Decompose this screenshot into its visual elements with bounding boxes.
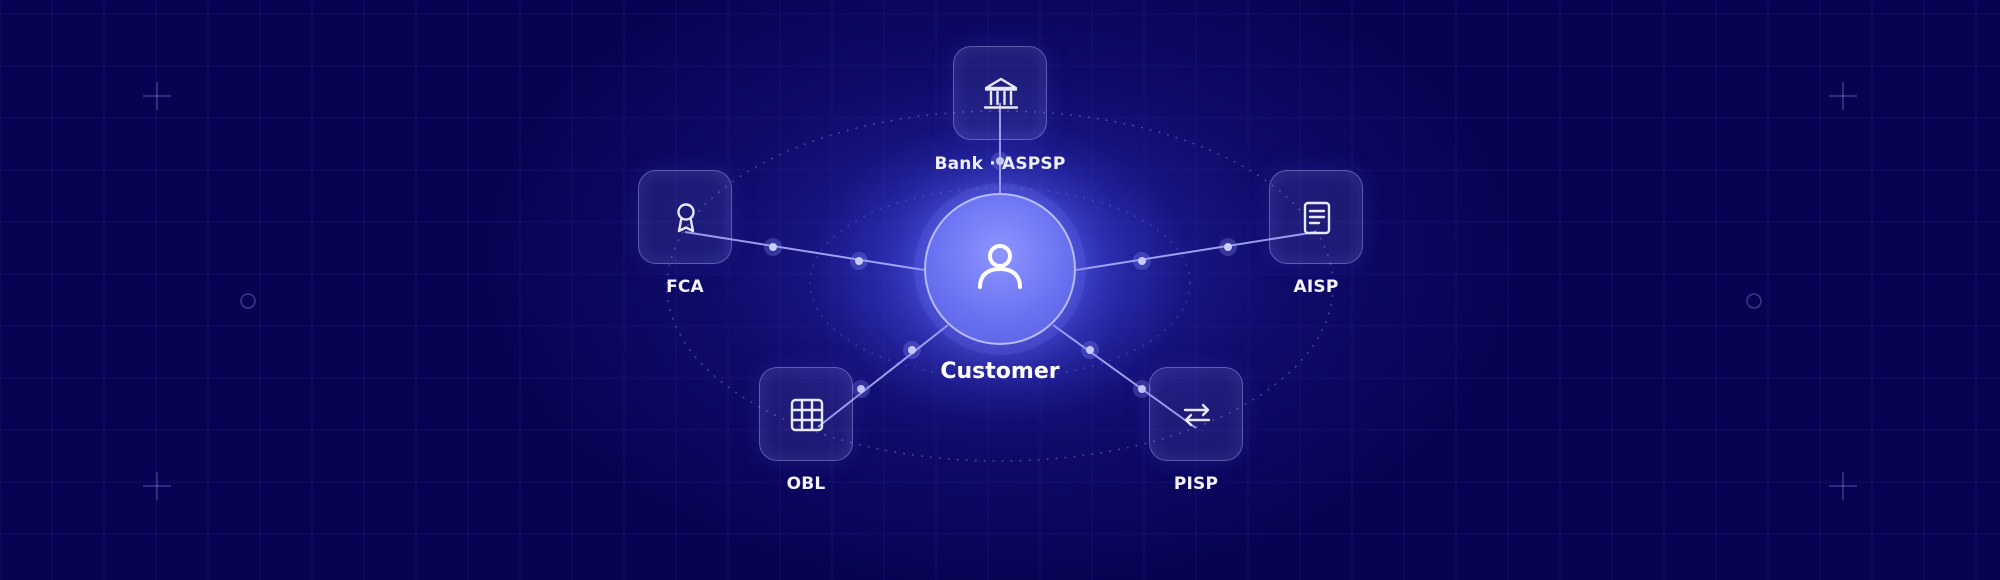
node-obl-label: OBL (786, 474, 826, 494)
connector-line (1075, 231, 1317, 271)
document-icon (1303, 201, 1331, 235)
transfer-arrows-icon (1183, 403, 1211, 427)
customer-label: Customer (940, 359, 1060, 384)
connector-dot (908, 346, 916, 354)
grid-table-icon (790, 398, 824, 432)
connector-dot (1138, 385, 1146, 393)
node-obl-tile (759, 367, 853, 461)
connector-line (684, 231, 925, 271)
node-aisp-label: AISP (1293, 277, 1339, 297)
connector-line (817, 324, 949, 428)
connector-line (1052, 324, 1197, 429)
node-fca-label: FCA (666, 277, 704, 297)
ring-mark (240, 293, 256, 309)
connector-dot (1086, 346, 1094, 354)
award-ribbon-icon (677, 203, 695, 233)
node-bank-label: Bank · ASPSP (934, 154, 1066, 174)
node-pisp-tile (1149, 367, 1243, 461)
node-pisp-label: PISP (1173, 474, 1219, 494)
node-bank-tile (953, 46, 1047, 140)
node-fca-tile (638, 170, 732, 264)
connector-dot (1138, 257, 1146, 265)
connector-dot (857, 385, 865, 393)
bank-icon (983, 77, 1019, 109)
connector-dot (996, 157, 1004, 165)
connector-dot (1224, 243, 1232, 251)
node-aisp-tile (1269, 170, 1363, 264)
inner-orbit (809, 187, 1191, 379)
ring-mark (1746, 293, 1762, 309)
user-icon (978, 244, 1022, 289)
customer-node (924, 193, 1076, 345)
connector-dot (769, 243, 777, 251)
connector-dot (855, 257, 863, 265)
